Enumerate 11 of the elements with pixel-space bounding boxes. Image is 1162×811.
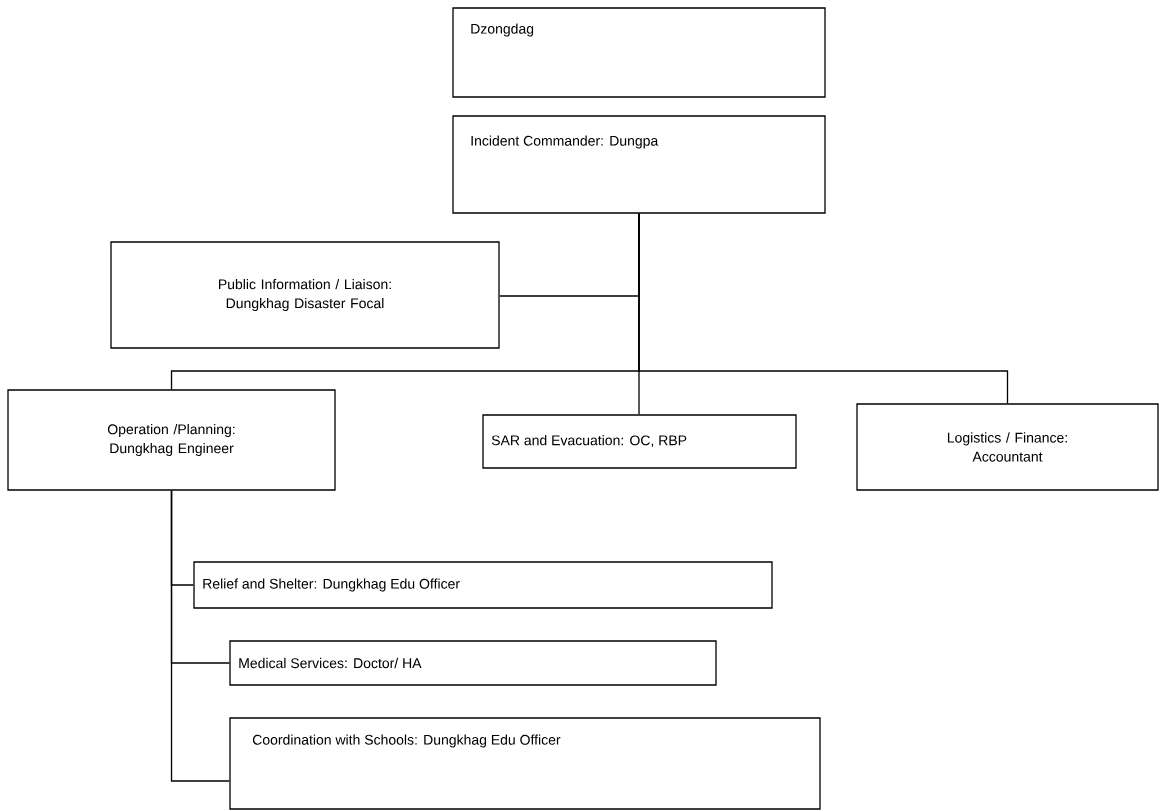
org-box: SAR and Evacuation: OC, RBP (482, 414, 797, 469)
org-box: Public Information / Liaison: Dungkhag Disaster Focal (110, 241, 500, 349)
org-box: Relief and Shelter: Dungkhag Edu Officer (193, 561, 773, 609)
org-box: Incident Commander: Dungpa (452, 115, 826, 214)
connector-line (638, 213, 1009, 404)
org-box: Coordination with Schools: Dungkhag Edu Officer (229, 717, 821, 810)
org-box: Operation /Planning: Dungkhag Engineer (7, 389, 336, 491)
org-box: Medical Services: Doctor/ HA (229, 640, 717, 686)
org-box: Dzongdag (452, 7, 826, 98)
org-box: Logistics / Finance: Accountant (856, 403, 1159, 491)
connector-line (170, 490, 230, 782)
